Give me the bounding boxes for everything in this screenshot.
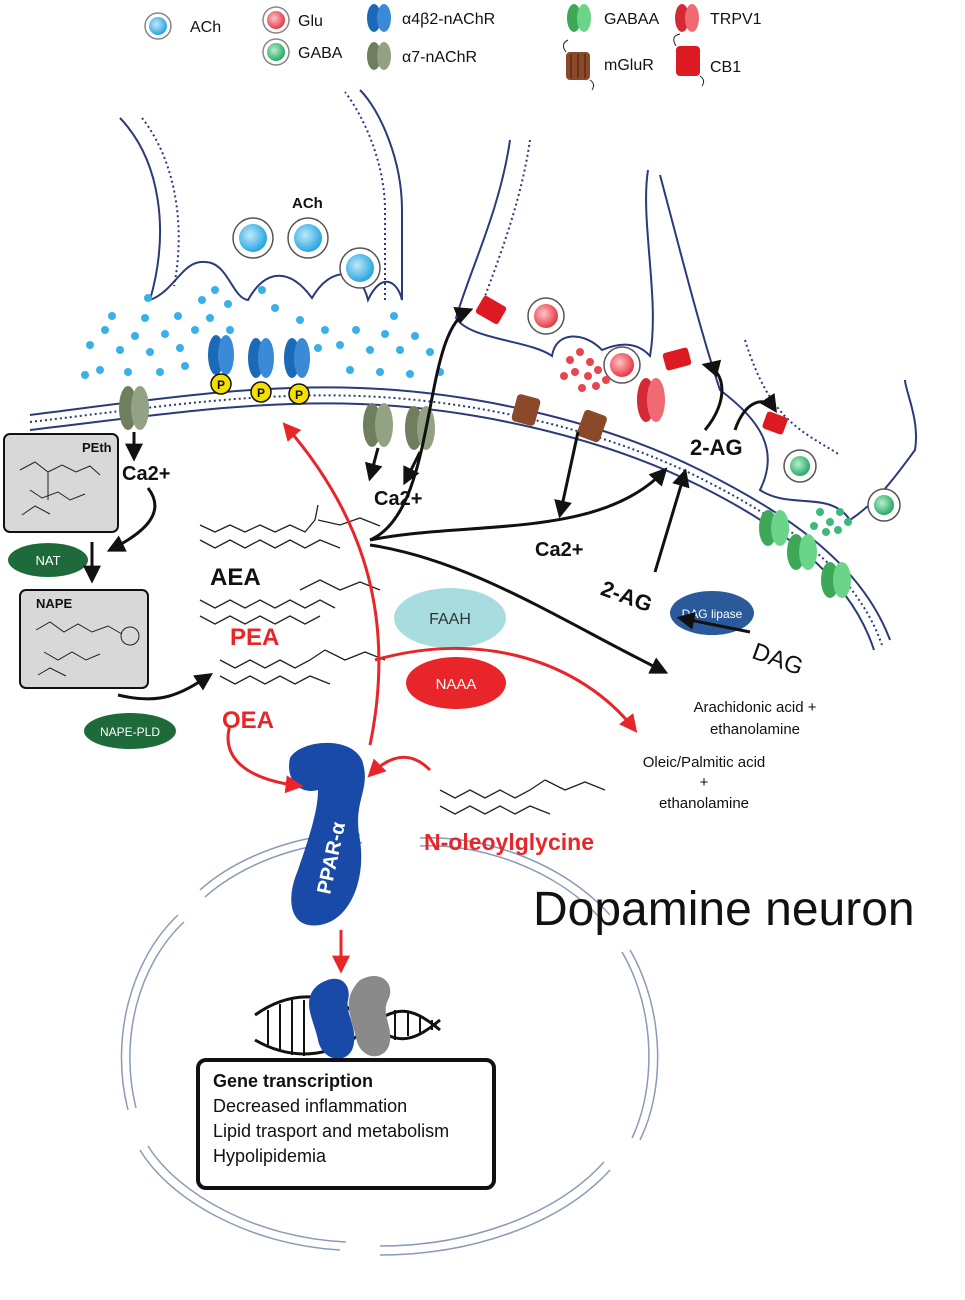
ach-terminal-label: ACh xyxy=(292,195,323,212)
oleic-line-1: Oleic/Palmitic acid xyxy=(643,754,766,771)
gene-box-line-1: Decreased inflammation xyxy=(213,1096,407,1116)
oea-label: OEA xyxy=(222,707,274,734)
two-ag-lower-label: 2-AG xyxy=(598,576,656,617)
legend-a4b2-icon xyxy=(367,4,391,32)
legend: ACh Glu GABA α4β2-nAChR α7-nAChR GABAA xyxy=(144,4,762,91)
naaa-label: NAAA xyxy=(436,676,477,693)
pea-label: PEA xyxy=(230,624,279,651)
trpv1-receptor xyxy=(637,378,665,422)
phosphate-badges: P P P xyxy=(210,373,310,405)
ach-vesicles xyxy=(232,217,381,289)
black-arrows xyxy=(83,307,778,701)
legend-ach-label: ACh xyxy=(190,19,221,36)
dopamine-neuron-label: Dopamine neuron xyxy=(533,883,915,936)
ppar-alpha-receptor: PPAR-α xyxy=(289,742,365,926)
dag-label: DAG xyxy=(749,638,807,681)
gabaa-receptors xyxy=(759,510,851,598)
naaa-enzyme xyxy=(406,657,506,709)
arachidonic-line-1: Arachidonic acid + xyxy=(694,699,817,716)
legend-a4b2-label: α4β2-nAChR xyxy=(402,11,495,28)
p-badge-2: P xyxy=(257,386,265,400)
legend-a7-icon xyxy=(367,42,391,70)
faah-enzyme xyxy=(394,588,506,648)
oea-structure-icon xyxy=(219,649,386,685)
legend-gabaa-label: GABAA xyxy=(604,11,659,28)
legend-a7-label: α7-nAChR xyxy=(402,49,477,66)
aea-structure-icon xyxy=(199,504,381,549)
glu-vesicles xyxy=(527,297,641,392)
arachidonic-line-2: ethanolamine xyxy=(710,721,800,738)
legend-cb1-icon xyxy=(673,33,705,87)
peth-structure-icon xyxy=(19,461,101,516)
two-ag-upper-label: 2-AG xyxy=(690,435,743,460)
gene-box-line-2: Lipid trasport and metabolism xyxy=(213,1121,449,1141)
legend-gabaa-icon xyxy=(567,4,591,32)
glutamate-terminal xyxy=(454,139,654,359)
faah-label: FAAH xyxy=(429,611,471,628)
ach-release-cloud xyxy=(81,286,444,379)
aea-label: AEA xyxy=(210,564,261,591)
ppar-dna-complex xyxy=(309,975,391,1059)
ca-label-3: Ca2+ xyxy=(535,539,583,561)
peth-label: PEth xyxy=(82,440,112,455)
legend-mglur-icon xyxy=(562,39,595,91)
nape-pld-enzyme xyxy=(84,713,176,749)
legend-gaba-label: GABA xyxy=(298,45,343,62)
pea-structure-icon xyxy=(199,579,381,625)
gene-box-line-3: Hypolipidemia xyxy=(213,1146,327,1166)
p-badge-3: P xyxy=(295,388,303,402)
nat-label: NAT xyxy=(35,553,60,568)
nape-structure-icon xyxy=(35,621,140,677)
legend-cb1-label: CB1 xyxy=(710,59,741,76)
nape-box xyxy=(19,589,149,689)
red-arrows xyxy=(226,422,638,974)
legend-ach-icon xyxy=(144,12,172,40)
legend-trpv1-icon xyxy=(675,4,699,32)
ca-label-2: Ca2+ xyxy=(374,488,422,510)
cb1-receptors xyxy=(475,295,788,435)
legend-glu-label: Glu xyxy=(298,13,323,30)
a7-nachr-receptor-left xyxy=(119,386,149,430)
gaba-terminal xyxy=(659,174,917,522)
legend-trpv1-label: TRPV1 xyxy=(710,11,762,28)
n-oleoylglycine-structure-icon xyxy=(439,779,606,815)
dag-lipase-label: DAG lipase xyxy=(682,607,743,621)
oleic-line-2: + xyxy=(700,774,709,791)
gene-box-title: Gene transcription xyxy=(213,1071,373,1091)
mglur-receptors xyxy=(511,394,607,443)
nat-enzyme xyxy=(8,543,88,577)
legend-glu-icon xyxy=(262,6,290,34)
nape-pld-label: NAPE-PLD xyxy=(100,725,160,739)
a4b2-nachr-receptors xyxy=(208,335,310,378)
cholinergic-terminal xyxy=(119,89,403,304)
gene-transcription-box xyxy=(196,1058,496,1190)
ca-label-1: Ca2+ xyxy=(122,463,170,485)
gaba-vesicles xyxy=(783,449,901,536)
oleic-line-3: ethanolamine xyxy=(659,795,749,812)
n-oleoylglycine-label: N-oleoylglycine xyxy=(424,829,594,855)
nape-label: NAPE xyxy=(36,596,72,611)
legend-gaba-icon xyxy=(262,38,290,66)
legend-mglur-label: mGluR xyxy=(604,57,654,74)
p-badge-1: P xyxy=(217,378,225,392)
